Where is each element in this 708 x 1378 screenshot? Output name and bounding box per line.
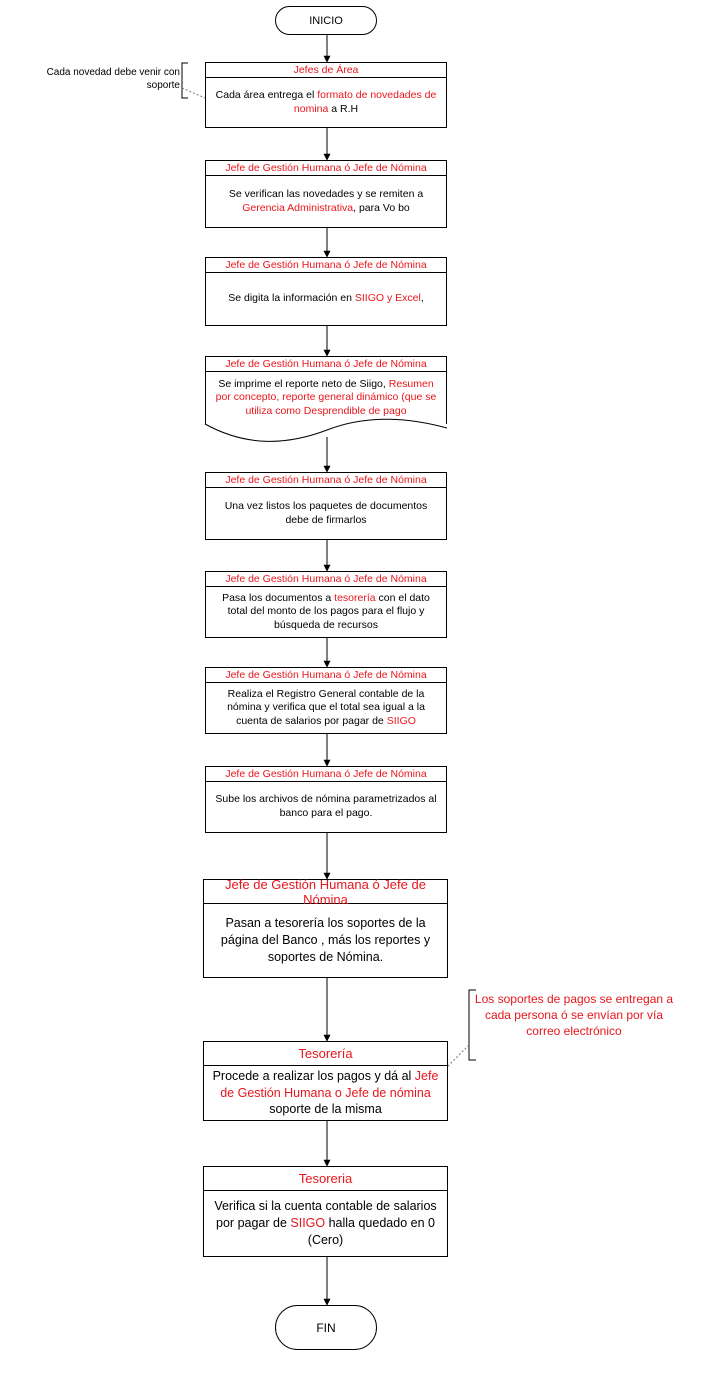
start-label: INICIO [309,14,343,27]
step-3-role: Jefe de Gestión Humana ó Jefe de Nómina [206,258,446,273]
step-5: Jefe de Gestión Humana ó Jefe de Nómina … [205,472,447,540]
step-text-segment: Una vez listos los paquetes de documento… [224,499,428,526]
step-5-text: Una vez listos los paquetes de documento… [206,488,446,539]
highlight-text: Resumen por concepto, reporte general di… [215,377,437,417]
step-3: Jefe de Gestión Humana ó Jefe de Nómina … [205,257,447,326]
step-text-segment: Pasan a tesorería los soportes de la pág… [220,916,431,964]
step-text-segment: a R.H [328,102,359,115]
step-5-role: Jefe de Gestión Humana ó Jefe de Nómina [206,473,446,488]
step-text-content: Realiza el Registro General contable de … [212,688,440,729]
note-left-dotted-link [181,87,206,99]
start-terminator: INICIO [275,6,377,35]
highlight-text: Gerencia Administrativa [242,201,354,214]
step-text-content: Verifica si la cuenta contable de salari… [210,1198,441,1249]
step-text-segment: Verifica si la cuenta contable de salari… [214,1199,437,1231]
step-9-text: Pasan a tesorería los soportes de la pág… [204,904,447,977]
highlight-text: SIIGO [386,714,416,727]
step-text-content: Una vez listos los paquetes de documento… [212,500,440,527]
step-4-role: Jefe de Gestión Humana ó Jefe de Nómina [206,357,446,372]
step-1: Jefes de Área Cada área entrega el forma… [205,62,447,128]
step-text-segment: Se digita la información en [228,292,355,305]
step-7-role: Jefe de Gestión Humana ó Jefe de Nómina [206,668,446,683]
step-3-text: Se digita la información en SIIGO y Exce… [206,273,446,325]
step-6-text: Pasa los documentos a tesorería con el d… [206,587,446,637]
note-left: Cada novedad debe venir con soporte [46,67,180,91]
step-2-role: Jefe de Gestión Humana ó Jefe de Nómina [206,161,446,176]
highlight-text: tesorería [334,591,376,604]
step-11-role: Tesoreria [204,1167,447,1191]
step-11: Tesoreria Verifica si la cuenta contable… [203,1166,448,1257]
step-8-role: Jefe de Gestión Humana ó Jefe de Nómina [206,767,446,782]
step-text-content: Se imprime el reporte neto de Siigo, Res… [212,378,440,419]
step-10-role: Tesorería [204,1042,447,1066]
end-terminator: FIN [275,1305,377,1350]
step-text-segment: Sube los archivos de nómina parametrizad… [215,793,437,819]
step-1-text: Cada área entrega el formato de novedade… [206,78,446,127]
step-1-role: Jefes de Área [206,63,446,78]
step-text-segment: , [420,292,424,305]
step-7-text: Realiza el Registro General contable de … [206,683,446,733]
step-text-content: Pasa los documentos a tesorería con el d… [212,592,440,633]
step-8-text: Sube los archivos de nómina parametrizad… [206,782,446,832]
step4-document-wave [204,418,448,442]
highlight-text: SIIGO y Excel [354,292,421,305]
highlight-text: SIIGO [290,1216,326,1231]
step-9-role: Jefe de Gestión Humana ó Jefe de Nómina [204,877,447,907]
note-right: Los soportes de pagos se entregan a cada… [474,992,674,1039]
step-7: Jefe de Gestión Humana ó Jefe de Nómina … [205,667,447,734]
step-text-content: Se verifican las novedades y se remiten … [212,188,440,215]
step-text-segment: con el dato total del monto de los pagos… [227,591,430,631]
highlight-text: Jefe de Gestión Humana o Jefe de nómina [220,1068,439,1100]
note-right-dotted-link [446,1044,470,1068]
highlight-text: formato de novedades de nomina [293,88,437,115]
step-6: Jefe de Gestión Humana ó Jefe de Nómina … [205,571,447,638]
step-text-segment: Procede a realizar los pagos y dá al [212,1068,415,1083]
note-left-bracket [181,62,188,99]
step-8: Jefe de Gestión Humana ó Jefe de Nómina … [205,766,447,833]
end-label: FIN [316,1320,336,1335]
step-4-text: Se imprime el reporte neto de Siigo, Res… [206,372,446,424]
step-text-segment: halla quedado en 0 (Cero) [307,1216,435,1247]
step-text-content: Se digita la información en SIIGO y Exce… [228,292,424,306]
step-9: Jefe de Gestión Humana ó Jefe de Nómina … [203,877,448,978]
step-text-segment: Pasa los documentos a [222,591,335,604]
step-6-role: Jefe de Gestión Humana ó Jefe de Nómina [206,572,446,587]
step-text-segment: Se imprime el reporte neto de Siigo, [218,377,389,390]
step-10: Tesorería Procede a realizar los pagos y… [203,1041,448,1121]
step-text-content: Sube los archivos de nómina parametrizad… [212,793,440,820]
step-text-segment: Realiza el Registro General contable de … [227,687,425,727]
step-2-text: Se verifican las novedades y se remiten … [206,176,446,227]
step-text-content: Procede a realizar los pagos y dá al Jef… [210,1068,441,1119]
step-text-content: Cada área entrega el formato de novedade… [212,89,440,116]
step-text-segment: soporte de la misma [269,1102,382,1117]
note-right-bracket [468,989,476,1061]
step-11-text: Verifica si la cuenta contable de salari… [204,1191,447,1256]
step-text-segment: Se verifican las novedades y se remiten … [228,187,424,200]
step-10-text: Procede a realizar los pagos y dá al Jef… [204,1066,447,1120]
step-2: Jefe de Gestión Humana ó Jefe de Nómina … [205,160,447,228]
step-text-segment: Cada área entrega el [215,88,318,101]
step-text-segment: , para Vo bo [353,201,410,214]
step-text-content: Pasan a tesorería los soportes de la pág… [210,915,441,966]
step-4-document: Jefe de Gestión Humana ó Jefe de Nómina … [205,356,447,424]
